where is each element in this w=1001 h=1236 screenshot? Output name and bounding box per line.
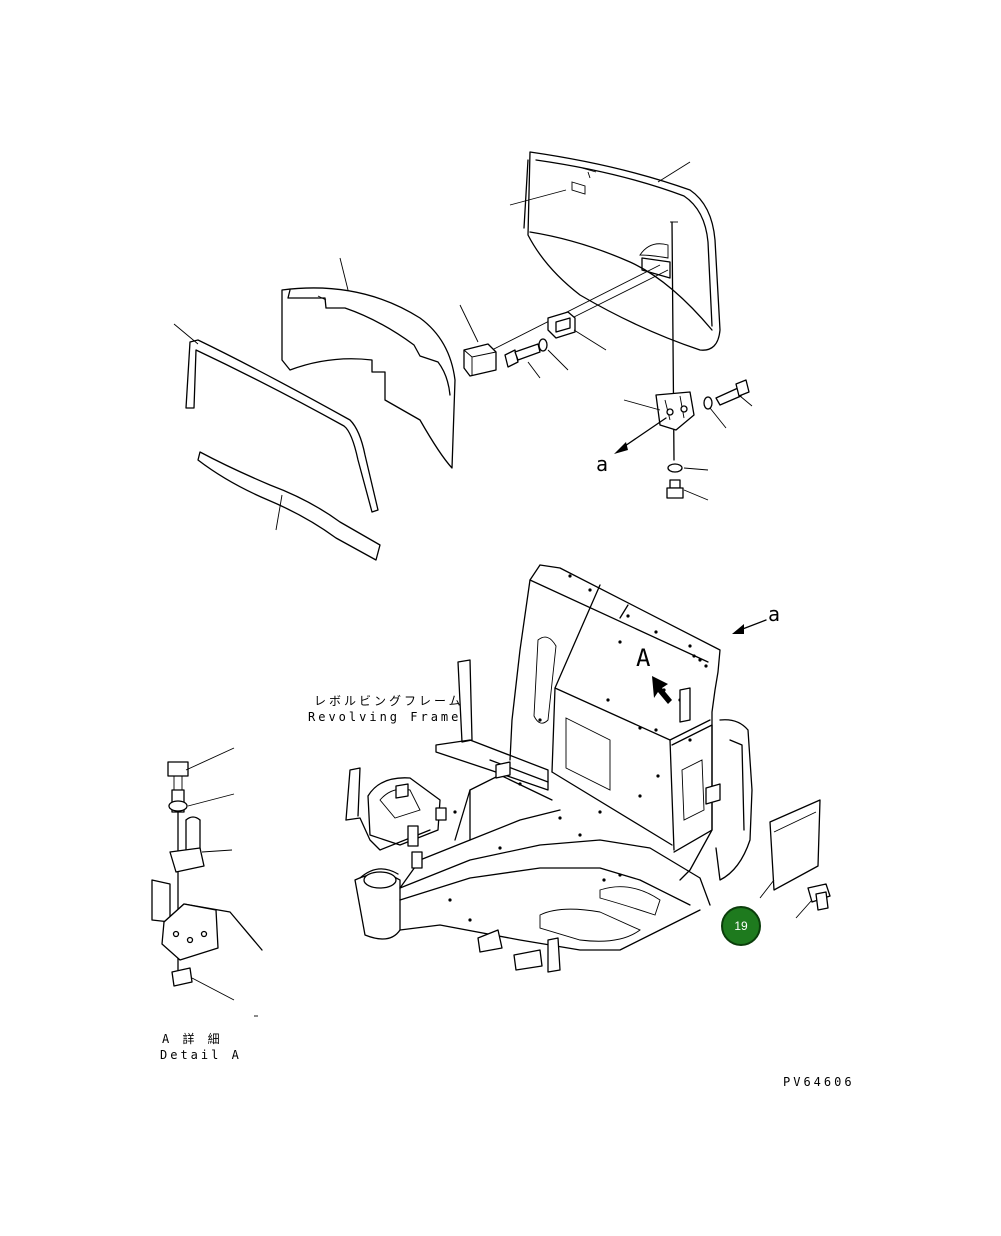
view-a-label: A	[636, 644, 651, 672]
leader-lines-detail	[185, 747, 258, 1017]
lower-hinge	[655, 391, 695, 431]
arrow-a-upper-label: a	[596, 452, 609, 476]
washer	[538, 338, 548, 352]
seal-strip	[197, 451, 381, 561]
frame-label-jp: レボルビングフレーム	[314, 694, 464, 708]
assembly-line	[487, 264, 661, 353]
leader-line	[795, 899, 813, 919]
leader-line	[759, 879, 775, 899]
bolt	[504, 343, 541, 368]
hinge-bracket	[547, 311, 576, 339]
bolt	[807, 883, 831, 911]
rubber-damper	[463, 343, 497, 377]
frame-label-en: Revolving Frame	[308, 710, 462, 724]
detail-label-en: Detail A	[160, 1048, 242, 1062]
leader-lines-upper	[173, 161, 753, 531]
bolt	[666, 479, 684, 499]
side-cover	[281, 287, 456, 469]
bolt	[715, 379, 750, 406]
arrow-a-upper	[621, 417, 667, 449]
detail-a-drawing	[151, 761, 263, 987]
detail-label-jp: A 詳 細	[162, 1032, 223, 1046]
rear-plate	[769, 799, 821, 891]
part-callout-badge[interactable]: 19	[721, 906, 761, 946]
washer	[703, 396, 713, 410]
revolving-frame	[345, 564, 753, 973]
arrow-a-lower	[739, 619, 767, 631]
arrow-a-lower-label: a	[768, 602, 781, 626]
washer	[667, 463, 683, 473]
drawing-code: PV64606	[783, 1075, 855, 1089]
weather-strip	[185, 339, 379, 513]
engine-hood	[523, 151, 721, 351]
